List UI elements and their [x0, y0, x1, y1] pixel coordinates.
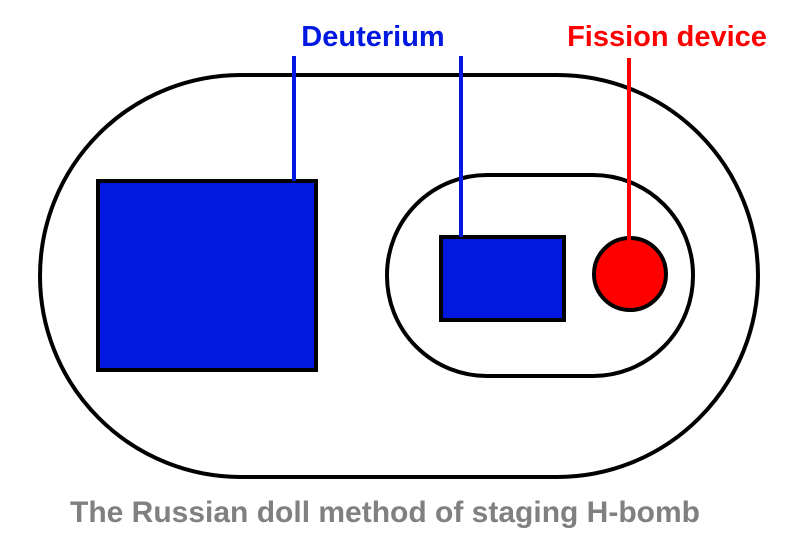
deuterium-large-block — [96, 179, 318, 372]
deuterium-small-block — [439, 235, 566, 322]
fission-device-circle — [592, 236, 668, 312]
diagram-caption: The Russian doll method of staging H-bom… — [70, 496, 700, 529]
deuterium-label: Deuterium — [301, 21, 444, 53]
inner-casing — [385, 173, 695, 378]
outer-casing — [38, 73, 760, 479]
fission-device-label: Fission device — [567, 21, 767, 53]
